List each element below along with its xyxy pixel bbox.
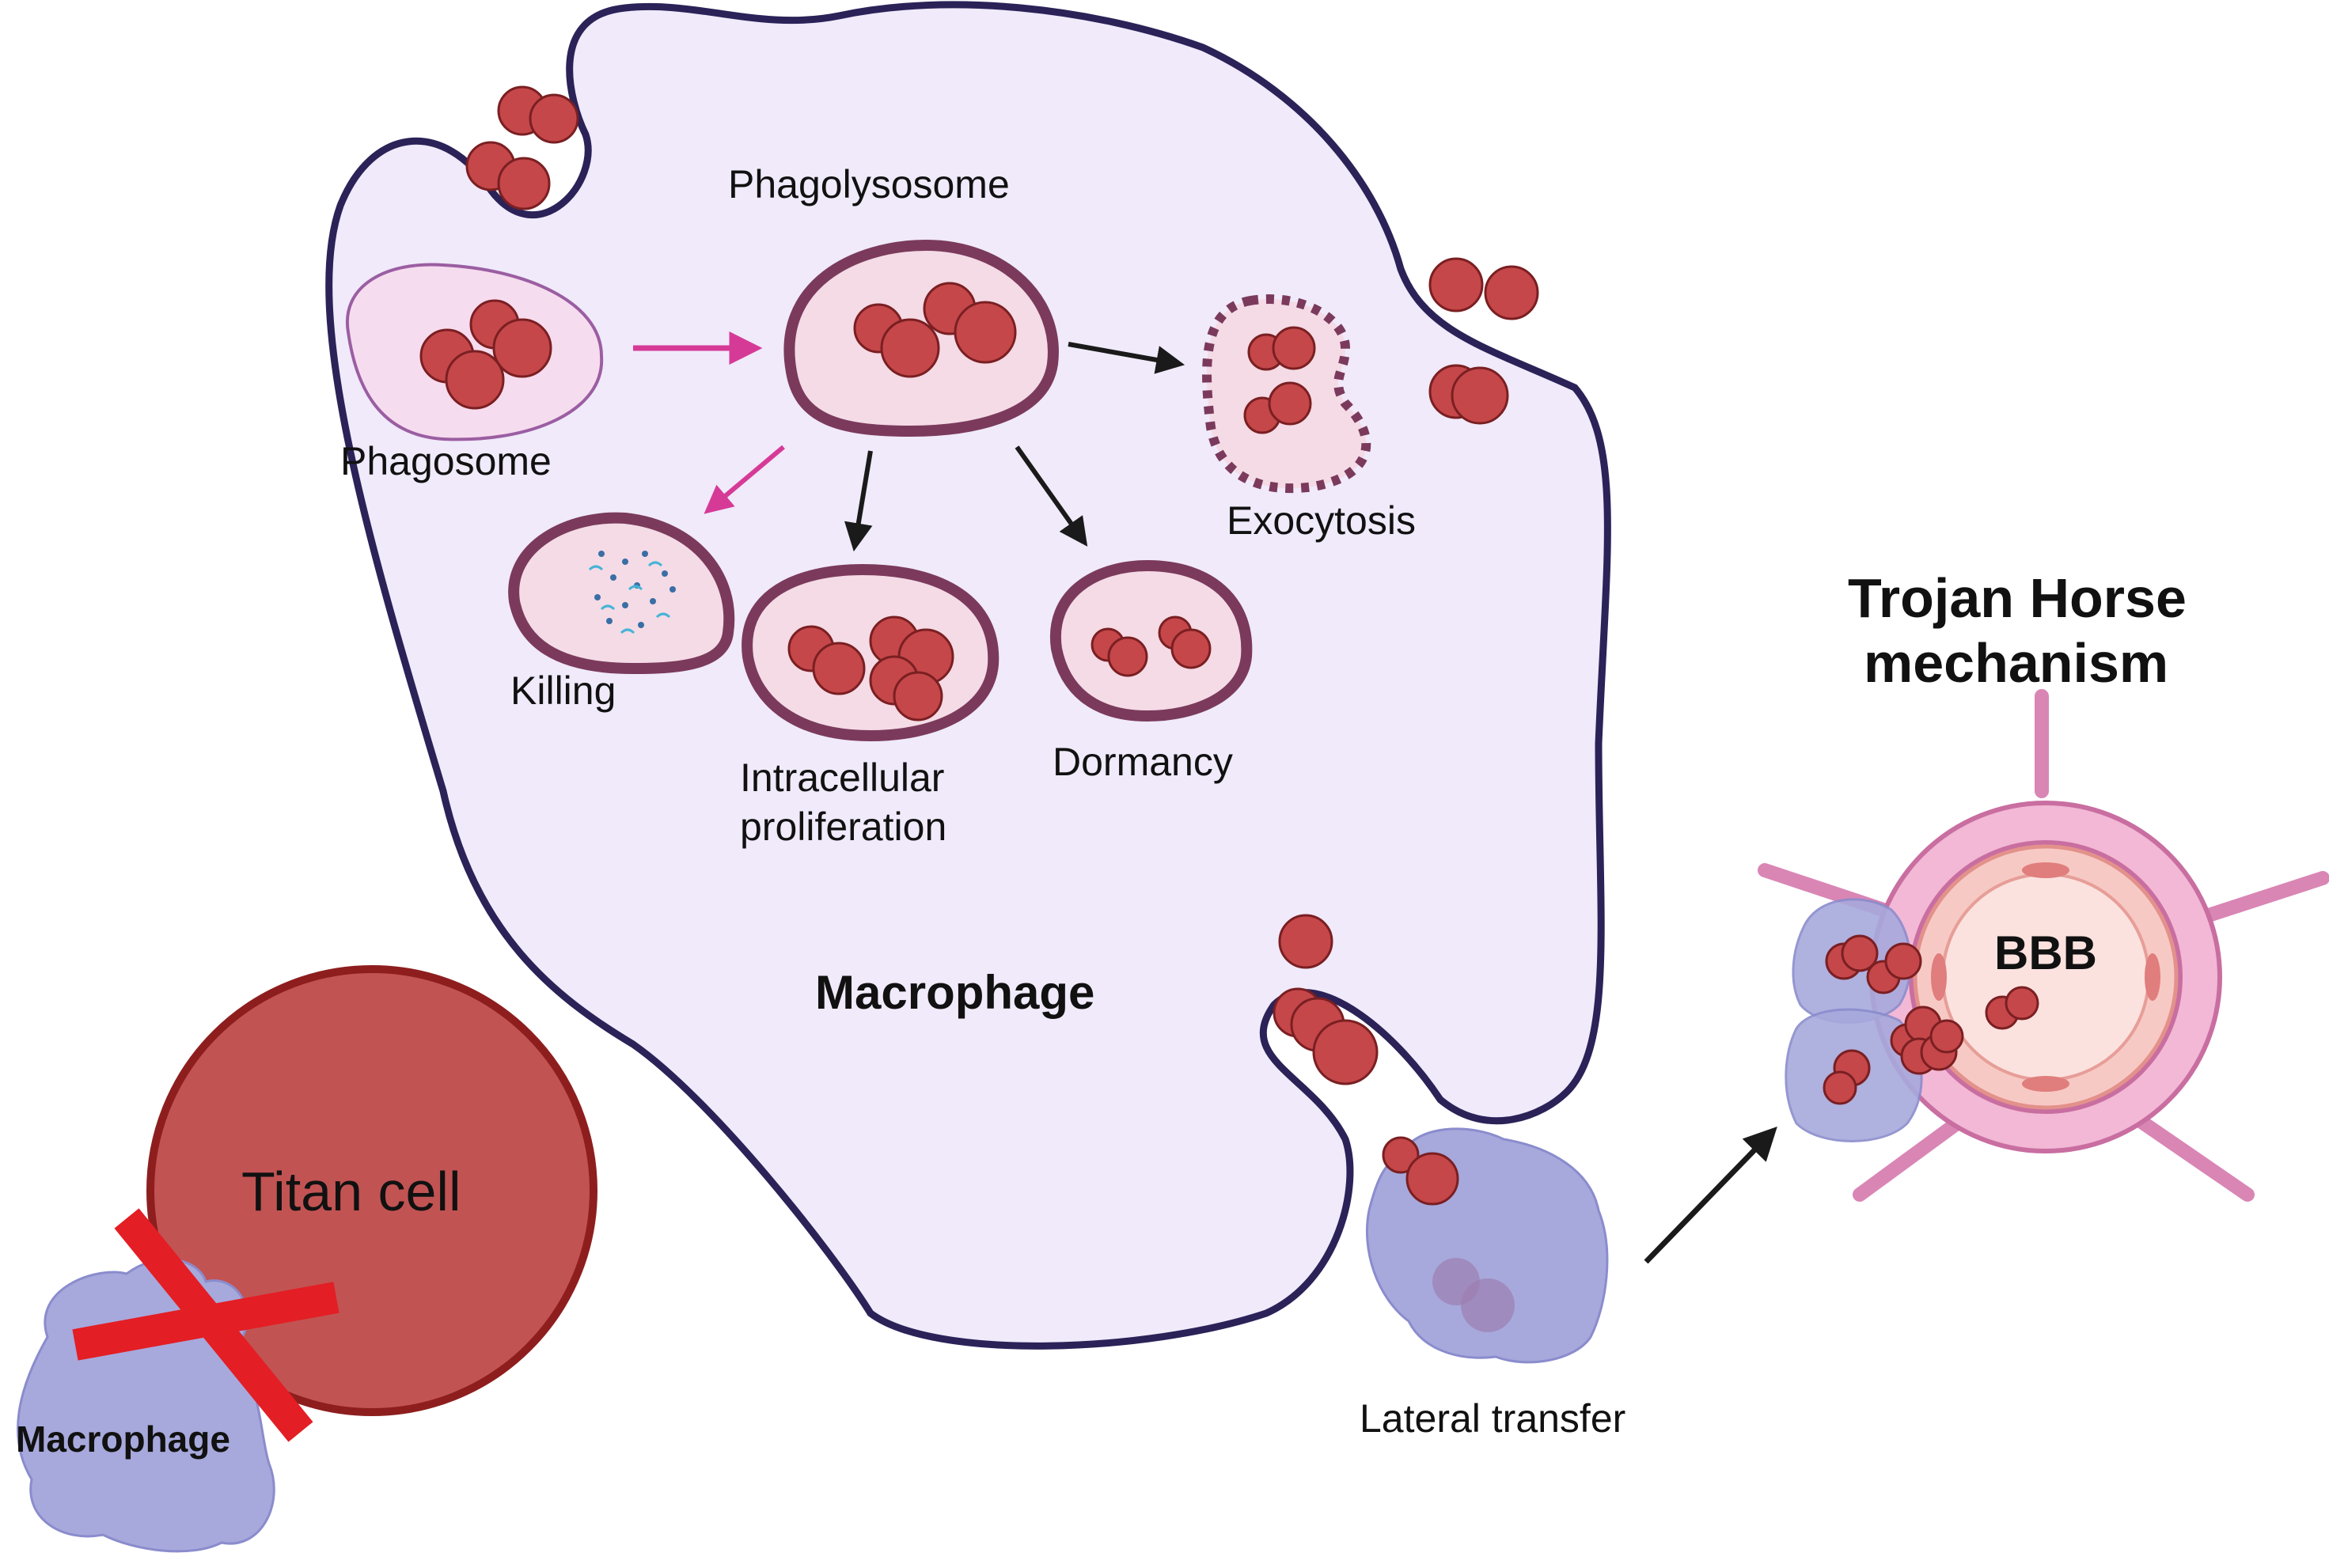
label-intracellular: Intracellular <box>740 756 944 800</box>
label-titan-cell: Titan cell <box>241 1161 461 1222</box>
label-mechanism: mechanism <box>1864 632 2168 694</box>
label-bbb: BBB <box>1994 926 2097 979</box>
phagosome-vesicle <box>345 263 604 441</box>
label-killing: Killing <box>510 668 616 713</box>
label-exocytosis: Exocytosis <box>1227 498 1416 543</box>
yeast-cluster-right-top <box>1428 257 1539 425</box>
bbb-macrophages <box>1785 898 1964 1142</box>
yeast-cluster-top-notch <box>465 85 579 210</box>
arrow-to-dormancy <box>1015 445 1088 547</box>
bbb-lumen-yeast <box>1985 986 2039 1030</box>
lateral-transfer-yeast <box>1382 1136 1515 1332</box>
label-proliferation: proliferation <box>740 805 946 849</box>
label-phagosome: Phagosome <box>340 439 552 483</box>
arrow-to-exocytosis <box>1068 342 1185 374</box>
exocytosis-vesicle <box>1202 294 1371 494</box>
arrow-to-proliferation <box>844 450 873 552</box>
dormancy-vesicle <box>1049 559 1253 722</box>
label-macrophage-small: Macrophage <box>16 1418 230 1460</box>
label-macrophage-main: Macrophage <box>815 966 1094 1019</box>
red-cross-icon <box>72 1208 339 1442</box>
proliferation-vesicle <box>742 563 999 742</box>
label-dormancy: Dormancy <box>1053 740 1233 784</box>
label-lateral-transfer: Lateral transfer <box>1360 1396 1625 1441</box>
label-phagolysosome: Phagolysosome <box>728 162 1010 206</box>
arrow-to-bbb <box>1644 1126 1777 1264</box>
yeast-cluster-bottom-notch <box>1273 914 1379 1085</box>
arrow-to-killing <box>704 445 785 514</box>
killing-vesicle <box>508 512 735 675</box>
phagolysosome-vesicle <box>783 239 1059 437</box>
label-trojan-horse: Trojan Horse <box>1848 567 2187 629</box>
